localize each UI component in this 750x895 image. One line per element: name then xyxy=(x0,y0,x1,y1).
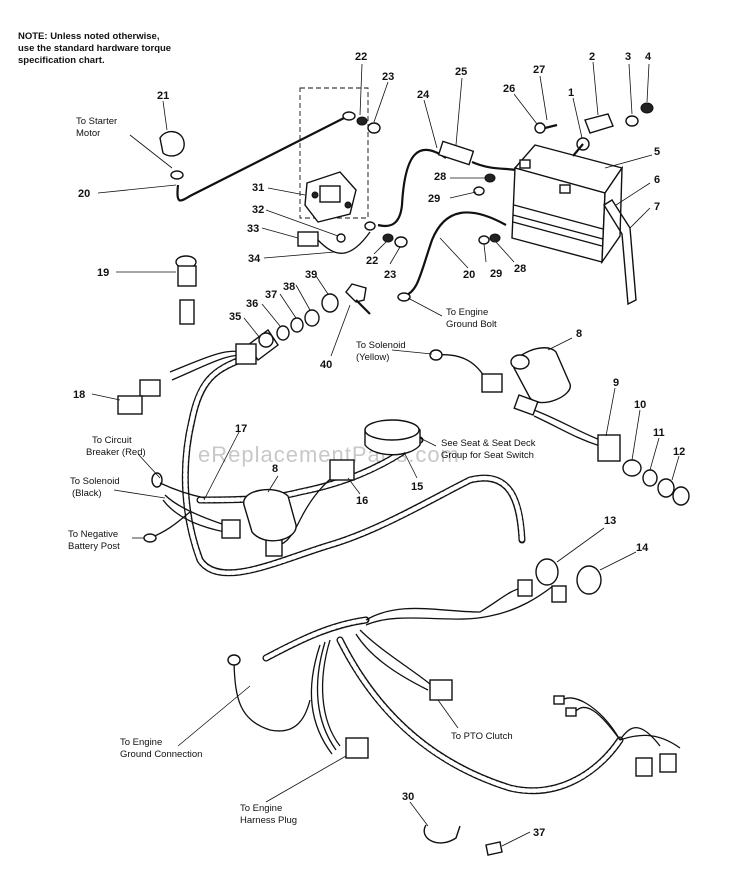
callout-22-lower: 22 xyxy=(366,255,378,267)
callout-19: 19 xyxy=(97,267,109,279)
callout-37-upper: 37 xyxy=(265,289,277,301)
callout-16: 16 xyxy=(356,495,368,507)
callout-5: 5 xyxy=(654,146,660,158)
callout-17: 17 xyxy=(235,423,247,435)
callout-26: 26 xyxy=(503,83,515,95)
callout-11: 11 xyxy=(653,427,665,439)
callout-20-right: 20 xyxy=(463,269,475,281)
label-to-circuit-breaker: To Circuit Breaker (Red) xyxy=(86,435,146,458)
label-seat-switch-note: See Seat & Seat Deck Group for Seat Swit… xyxy=(441,438,538,461)
callout-29-lower: 29 xyxy=(490,268,502,280)
callout-20-left: 20 xyxy=(78,188,90,200)
callout-33: 33 xyxy=(247,223,259,235)
callout-30: 30 xyxy=(402,791,414,803)
callout-39: 39 xyxy=(305,269,317,281)
label-to-engine-ground-connection: To Engine Ground Connection xyxy=(120,737,202,760)
callout-22-upper: 22 xyxy=(355,51,367,63)
battery-cables xyxy=(377,140,516,302)
ignition-switch-stack xyxy=(175,255,371,362)
callout-32: 32 xyxy=(252,204,264,216)
callout-1: 1 xyxy=(568,87,574,99)
callout-8-lower: 8 xyxy=(272,463,278,475)
main-harness xyxy=(117,343,526,577)
label-to-solenoid-black: To Solenoid (Black) xyxy=(70,476,122,499)
callout-13: 13 xyxy=(604,515,616,527)
starter-cable xyxy=(159,111,381,202)
callout-23-upper: 23 xyxy=(382,71,394,83)
callout-7: 7 xyxy=(654,201,660,213)
callout-28-lower: 28 xyxy=(514,263,526,275)
callout-24: 24 xyxy=(417,89,430,101)
callout-37-lower: 37 xyxy=(533,827,545,839)
label-to-negative-battery-post: To Negative Battery Post xyxy=(68,529,121,552)
callout-9: 9 xyxy=(613,377,619,389)
leader-lines xyxy=(91,61,680,847)
callout-35: 35 xyxy=(229,311,241,323)
label-to-engine-harness-plug: To Engine Harness Plug xyxy=(240,803,297,826)
callout-31: 31 xyxy=(252,182,264,194)
callout-numbers: 1 2 3 4 5 6 7 8 8 9 10 11 12 13 14 15 16… xyxy=(73,51,685,839)
callout-28-upper: 28 xyxy=(434,171,446,183)
callout-3: 3 xyxy=(625,51,631,63)
callout-8-upper: 8 xyxy=(576,328,582,340)
solenoid xyxy=(297,87,408,254)
lower-harness xyxy=(227,558,681,856)
callout-21: 21 xyxy=(157,90,169,102)
callout-29-upper: 29 xyxy=(428,193,440,205)
connection-labels: To Starter Motor To Engine Ground Bolt T… xyxy=(68,116,538,826)
label-to-starter-motor: To Starter Motor xyxy=(76,116,120,139)
callout-34: 34 xyxy=(248,253,261,265)
label-to-solenoid-yellow: To Solenoid (Yellow) xyxy=(356,340,408,363)
battery-assembly xyxy=(511,102,654,306)
callout-23-lower: 23 xyxy=(384,269,396,281)
callout-6: 6 xyxy=(654,174,660,186)
callout-12: 12 xyxy=(673,446,685,458)
right-parts xyxy=(510,347,690,506)
label-to-engine-ground-bolt: To Engine Ground Bolt xyxy=(446,307,497,330)
callout-40: 40 xyxy=(320,359,332,371)
torque-note: NOTE: Unless noted otherwise, use the st… xyxy=(18,31,172,66)
callout-38: 38 xyxy=(283,281,295,293)
callout-27: 27 xyxy=(533,64,545,76)
watermark: eReplacementParts.com xyxy=(198,442,460,467)
callout-25: 25 xyxy=(455,66,467,78)
callout-2: 2 xyxy=(589,51,595,63)
callout-36: 36 xyxy=(246,298,258,310)
callout-4: 4 xyxy=(645,51,652,63)
callout-10: 10 xyxy=(634,399,646,411)
label-to-pto-clutch: To PTO Clutch xyxy=(451,731,513,742)
callout-15: 15 xyxy=(411,481,423,493)
callout-18: 18 xyxy=(73,389,85,401)
callout-14: 14 xyxy=(636,542,649,554)
